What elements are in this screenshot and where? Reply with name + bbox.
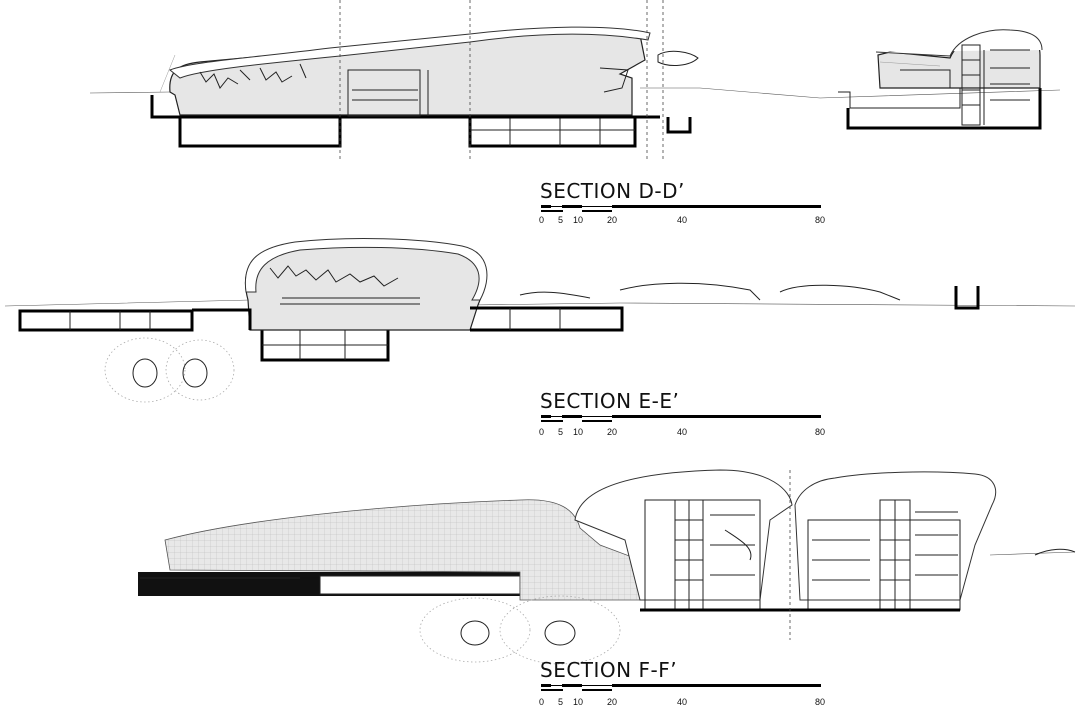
- section-d-drawing: [89, 0, 1061, 160]
- scale-tick: 10: [573, 427, 583, 437]
- scale-tick: 5: [558, 697, 563, 707]
- section-d-label: SECTION D-D’ 0 5 10 20 40 80: [539, 179, 825, 225]
- scale-bar: [541, 684, 821, 691]
- scale-tick: 40: [677, 697, 687, 707]
- scale-tick: 10: [573, 697, 583, 707]
- scale-tick: 5: [558, 427, 563, 437]
- scale-tick: 20: [607, 697, 617, 707]
- scale-bar: [541, 415, 821, 422]
- scale-tick: 5: [558, 215, 563, 225]
- section-e-label: SECTION E-E’ 0 5 10 20 40 80: [539, 389, 825, 437]
- scale-tick: 0: [539, 697, 544, 707]
- scale-tick: 40: [677, 427, 687, 437]
- scale-tick: 40: [677, 215, 687, 225]
- section-title: SECTION F-F’: [540, 658, 677, 682]
- scale-tick: 80: [815, 215, 825, 225]
- scale-bar: [541, 205, 821, 212]
- section-f-label: SECTION F-F’ 0 5 10 20 40 80: [539, 658, 825, 707]
- section-f-drawing: [138, 469, 1076, 665]
- scale-tick: 80: [815, 697, 825, 707]
- scale-tick: 20: [607, 215, 617, 225]
- scale-tick: 0: [539, 215, 544, 225]
- section-title: SECTION D-D’: [540, 179, 685, 203]
- section-title: SECTION E-E’: [540, 389, 679, 413]
- scale-tick: 20: [607, 427, 617, 437]
- scale-tick: 80: [815, 427, 825, 437]
- scale-tick: 10: [573, 215, 583, 225]
- scale-tick: 0: [539, 427, 544, 437]
- section-e-drawing: [4, 238, 1076, 403]
